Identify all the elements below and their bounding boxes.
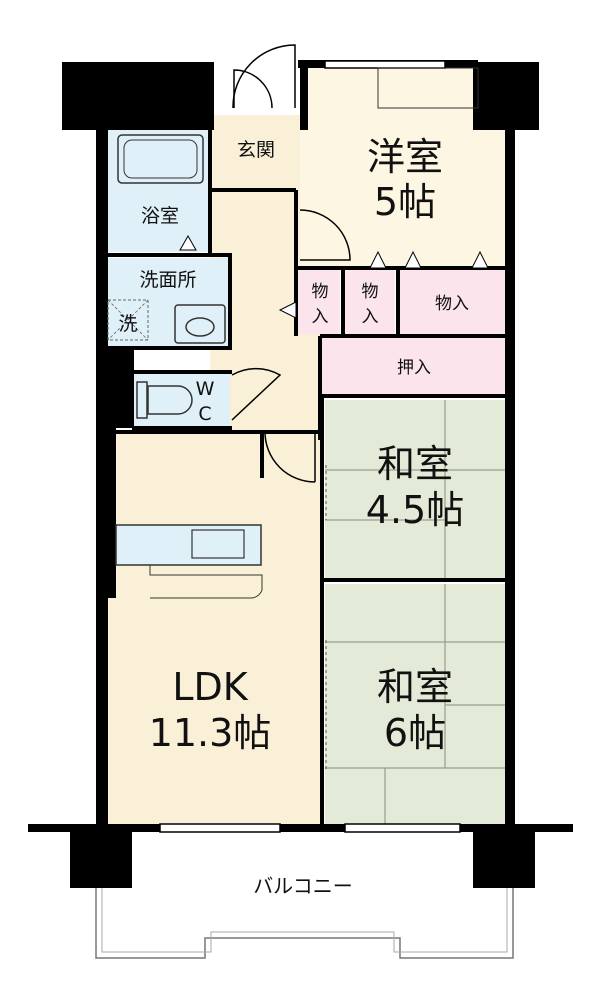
washroom-label: 洗面所 bbox=[139, 269, 196, 291]
washer-label: 洗 bbox=[118, 313, 137, 335]
washer-diagonal-1 bbox=[107, 299, 149, 341]
closet-a-label-bottom: 入 bbox=[312, 307, 329, 327]
ldk-floor bbox=[105, 432, 322, 828]
wc-label-top: W bbox=[196, 378, 215, 400]
toilet-bowl-icon bbox=[147, 385, 193, 415]
bathtub-inner-icon bbox=[123, 139, 198, 179]
western-room-floor bbox=[300, 68, 505, 268]
kitchen-outline bbox=[149, 565, 263, 599]
entrance-label: 玄関 bbox=[237, 139, 275, 161]
washer-diagonal-2 bbox=[107, 299, 149, 341]
washbasin-bowl-icon bbox=[185, 317, 215, 337]
kitchen-sink-icon bbox=[191, 529, 245, 559]
japanese-room-1-name: 和室 bbox=[377, 442, 453, 486]
bathtub-icon bbox=[117, 134, 204, 184]
washing-machine-icon bbox=[107, 299, 149, 341]
toilet-tank-icon bbox=[136, 381, 148, 419]
balcony-railing bbox=[95, 888, 514, 959]
doors bbox=[231, 44, 351, 483]
bath-label: 浴室 bbox=[141, 205, 179, 227]
oshiire-floor bbox=[322, 338, 505, 394]
oshiire-label: 押入 bbox=[397, 358, 431, 378]
western-room-name: 洋室 bbox=[367, 135, 443, 179]
washbasin-icon bbox=[174, 304, 226, 344]
closet-shelf-line bbox=[377, 67, 479, 109]
walls bbox=[28, 60, 573, 888]
entrance-floor bbox=[212, 115, 300, 190]
ldk-name: LDK bbox=[172, 665, 248, 709]
closet-a-floor bbox=[298, 270, 340, 334]
japanese-room-2-name: 和室 bbox=[377, 665, 453, 709]
tatami-lines bbox=[325, 400, 505, 827]
kitchen-counter-icon bbox=[115, 524, 262, 566]
western-room-size: 5帖 bbox=[374, 180, 436, 224]
tatami-room-1-floor bbox=[325, 400, 505, 578]
wc-label-bottom: C bbox=[198, 403, 211, 425]
japanese-room-2-size: 6帖 bbox=[384, 711, 446, 755]
closet-c-label: 物入 bbox=[435, 294, 469, 314]
japanese-room-1-size: 4.5帖 bbox=[366, 488, 464, 532]
closet-c-floor bbox=[400, 270, 505, 334]
closet-door-triangles bbox=[179, 234, 489, 319]
closet-b-floor bbox=[345, 270, 395, 334]
closet-b-label-top: 物 bbox=[362, 282, 379, 302]
balcony-railing-inner bbox=[101, 888, 508, 953]
balcony-label: バルコニー bbox=[253, 874, 353, 898]
closet-a-label-top: 物 bbox=[312, 282, 329, 302]
closet-b-label-bottom: 入 bbox=[362, 307, 379, 327]
ldk-size: 11.3帖 bbox=[149, 711, 272, 755]
